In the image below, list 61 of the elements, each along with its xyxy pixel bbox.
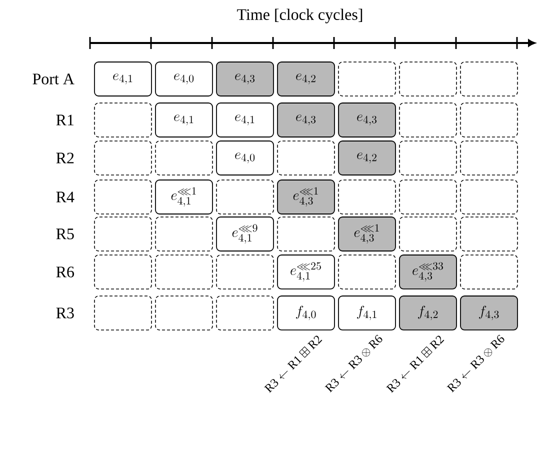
empty-slot (460, 216, 518, 252)
empty-slot (155, 296, 213, 330)
empty-slot (338, 180, 396, 214)
row-label: R3 (56, 308, 74, 318)
slot-box: $e_{4,1}$ (94, 62, 152, 96)
row-label: R2 (56, 152, 74, 164)
slot-box: $f_{4,3}$ (460, 296, 518, 330)
empty-slot (399, 216, 457, 252)
slot-box: $e_{4,3}^{\lll 33}$ (399, 254, 457, 290)
empty-slot (94, 102, 152, 138)
empty-slot (399, 102, 457, 138)
empty-slot (216, 254, 274, 290)
slot-box: $e_{4,3}$ (277, 102, 335, 138)
empty-slot (460, 102, 518, 138)
slot-box: $e_{4,0}$ (155, 62, 213, 96)
slot-box: $e_{4,0}$ (216, 140, 274, 176)
empty-slot (94, 180, 152, 214)
empty-slot (277, 216, 335, 252)
empty-slot (460, 140, 518, 176)
empty-slot (216, 296, 274, 330)
slot-box: $e_{4,3}$ (216, 62, 274, 96)
row-label: R5 (56, 228, 74, 240)
empty-slot (460, 180, 518, 214)
empty-slot (338, 62, 396, 96)
operation-label: $\mathrm{R3} \leftarrow \mathrm{R1} \boxplus \mathrm{R2}$ (386, 336, 444, 393)
slot-box: $e_{4,1}$ (216, 102, 274, 138)
empty-slot (460, 254, 518, 290)
operation-label: $\mathrm{R3} \leftarrow \mathrm{R3} \otimes \mathrm{R6}$ (324, 334, 382, 393)
row-label: R6 (56, 266, 74, 278)
slot-box: $e_{4,1}^{\lll 25}$ (277, 254, 335, 290)
row-label: Port A (32, 74, 74, 84)
empty-slot (216, 180, 274, 214)
axis-title: Time [clock cycles] (237, 8, 362, 24)
slot-box: $f_{4,2}$ (399, 296, 457, 330)
operation-label: $\mathrm{R3} \leftarrow \mathrm{R3} \otimes \mathrm{R6}$ (446, 334, 504, 393)
empty-slot (94, 140, 152, 176)
empty-slot (399, 62, 457, 96)
slot-box: $f_{4,1}$ (338, 296, 396, 330)
empty-slot (277, 140, 335, 176)
row-label: R1 (56, 114, 74, 126)
empty-slot (155, 216, 213, 252)
slot-box: $e_{4,3}$ (338, 102, 396, 138)
slot-box: $e_{4,1}^{\lll 9}$ (216, 216, 274, 252)
slot-box: $e_{4,3}^{\lll 1}$ (338, 216, 396, 252)
empty-slot (155, 140, 213, 176)
empty-slot (460, 62, 518, 96)
slot-box: $e_{4,3}^{\lll 1}$ (277, 180, 335, 214)
slot-box: $e_{4,2}$ (277, 62, 335, 96)
slot-box: $e_{4,1}^{\lll 1}$ (155, 180, 213, 214)
slot-box: $f_{4,0}$ (277, 296, 335, 330)
empty-slot (399, 180, 457, 214)
slot-box: $e_{4,1}$ (155, 102, 213, 138)
empty-slot (399, 140, 457, 176)
row-label: R4 (56, 192, 74, 202)
empty-slot (94, 296, 152, 330)
empty-slot (155, 254, 213, 290)
empty-slot (94, 254, 152, 290)
slot-box: $e_{4,2}$ (338, 140, 396, 176)
operation-label: $\mathrm{R3} \leftarrow \mathrm{R1} \boxplus \mathrm{R2}$ (264, 336, 322, 393)
empty-slot (94, 216, 152, 252)
empty-slot (338, 254, 396, 290)
